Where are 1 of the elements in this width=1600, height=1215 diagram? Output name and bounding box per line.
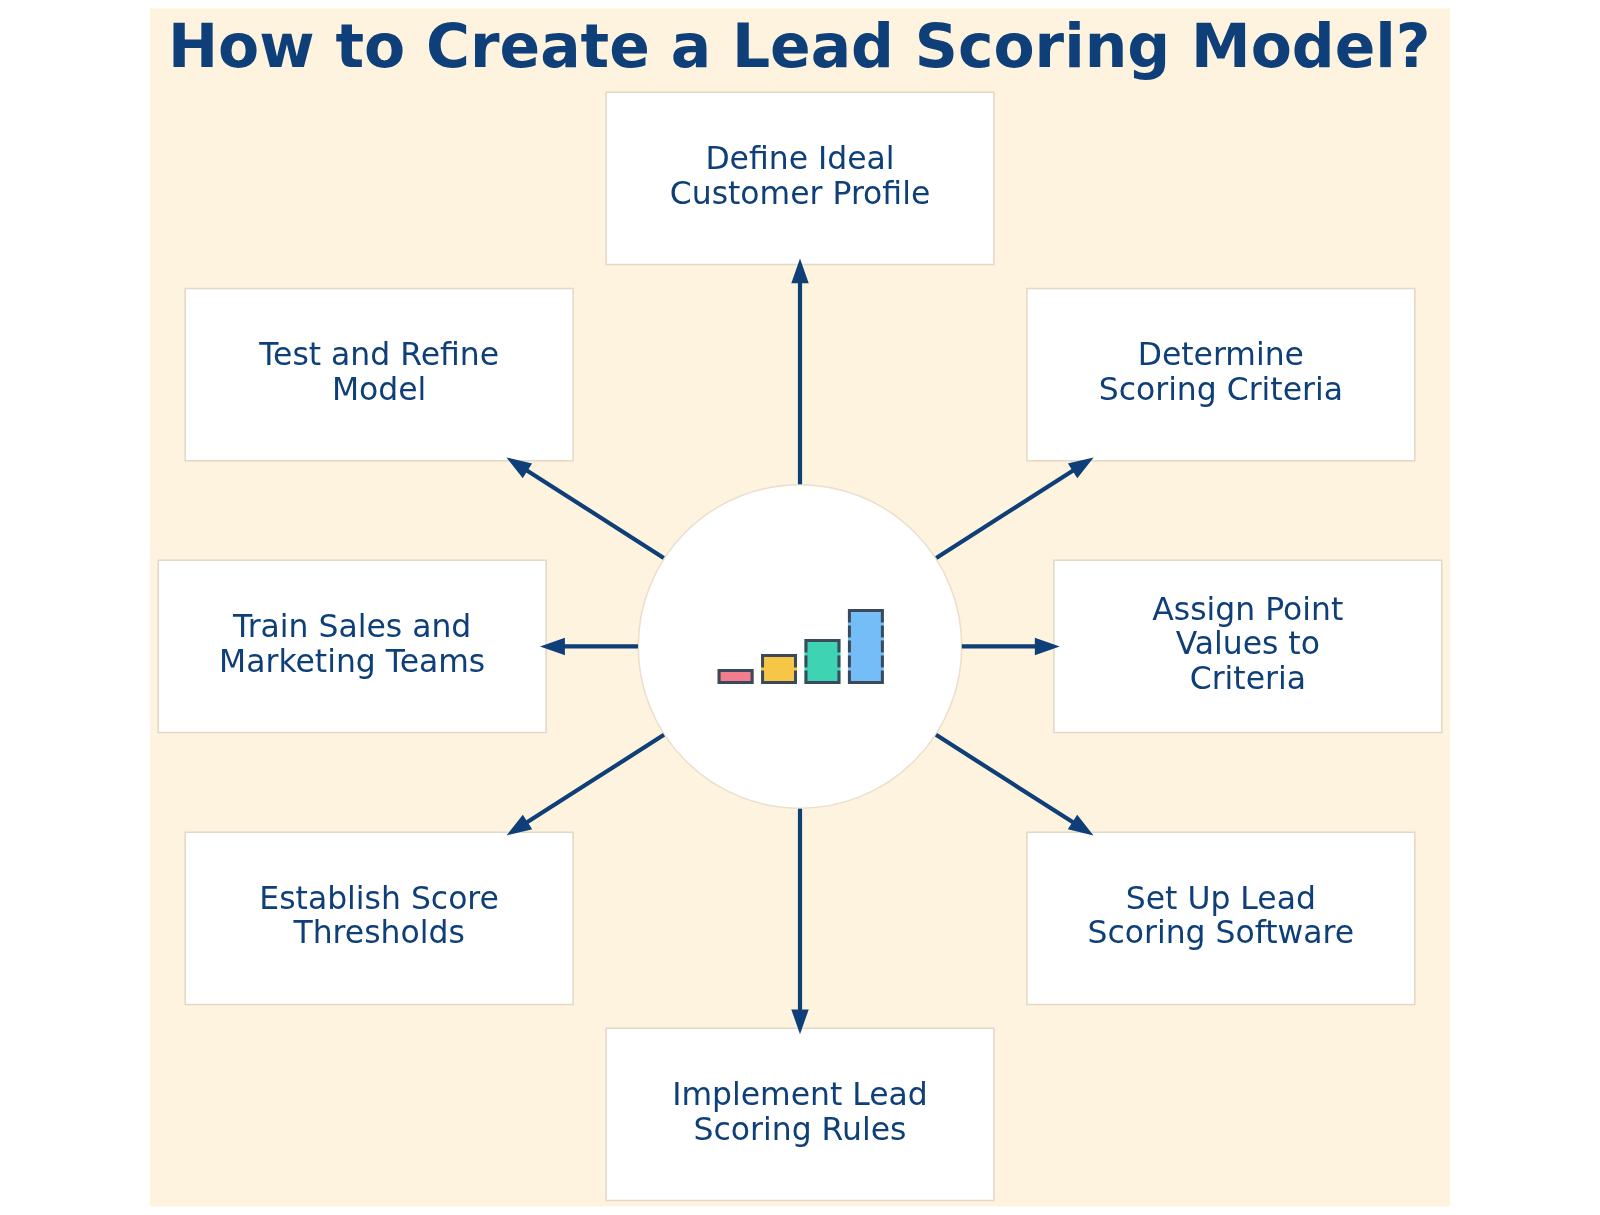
diagram-title: How to Create a Lead Scoring Model? <box>167 10 1431 81</box>
